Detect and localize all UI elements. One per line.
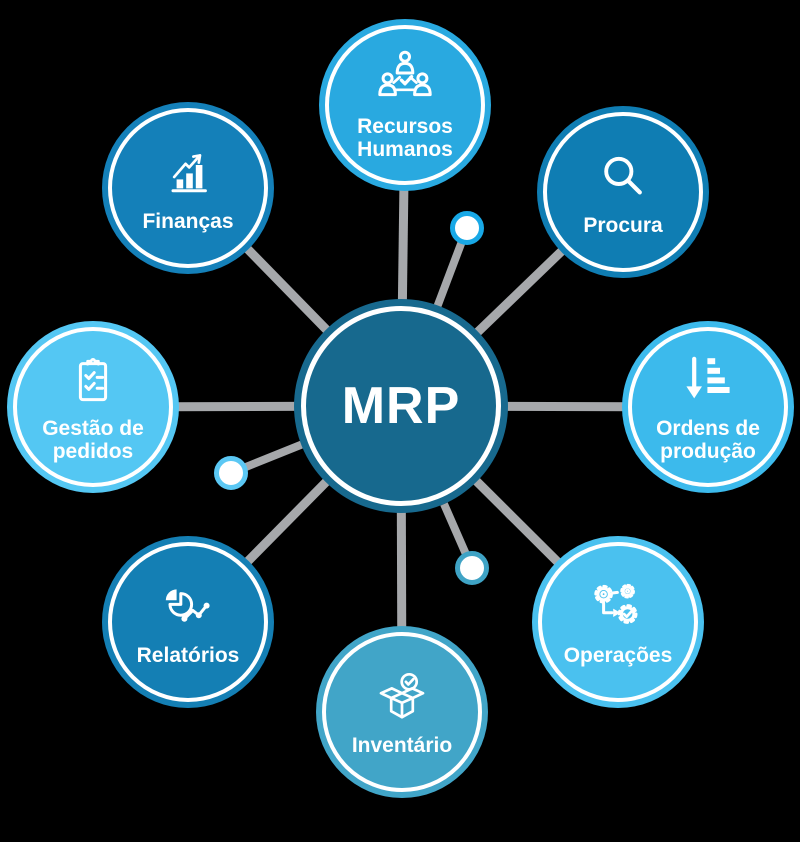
node-label: Inventário (351, 733, 453, 757)
node-label: Finanças (142, 209, 234, 233)
node-label: Relatórios (136, 643, 240, 667)
hub-node-mrp: MRP (294, 299, 508, 513)
node-ordens-de-producao: Ordens de produção (622, 321, 794, 493)
node-label: Ordens de produção (656, 417, 760, 463)
connector-dot (450, 211, 484, 245)
node-label: Operações (563, 643, 673, 667)
node-recursos-humanos: Recursos Humanos (319, 19, 491, 191)
bar-growth-icon (158, 144, 218, 204)
sort-descending-icon (678, 351, 738, 411)
open-box-check-icon (372, 668, 432, 728)
node-relatorios: Relatórios (102, 536, 274, 708)
node-inventario: Inventário (316, 626, 488, 798)
team-check-icon (375, 49, 435, 109)
magnifier-icon (593, 148, 653, 208)
node-procura: Procura (537, 106, 709, 278)
node-label: Gestão de pedidos (42, 417, 144, 463)
pie-line-chart-icon (158, 578, 218, 638)
clipboard-checklist-icon (63, 351, 123, 411)
node-label: Procura (583, 213, 663, 237)
connector-dot (214, 456, 248, 490)
hub-label: MRP (341, 377, 461, 435)
connector-dot (455, 551, 489, 585)
node-gestao-de-pedidos: Gestão de pedidos (7, 321, 179, 493)
node-operacoes: Operações (532, 536, 704, 708)
node-financas: Finanças (102, 102, 274, 274)
gears-workflow-icon (588, 578, 648, 638)
node-label: Recursos Humanos (357, 115, 453, 161)
